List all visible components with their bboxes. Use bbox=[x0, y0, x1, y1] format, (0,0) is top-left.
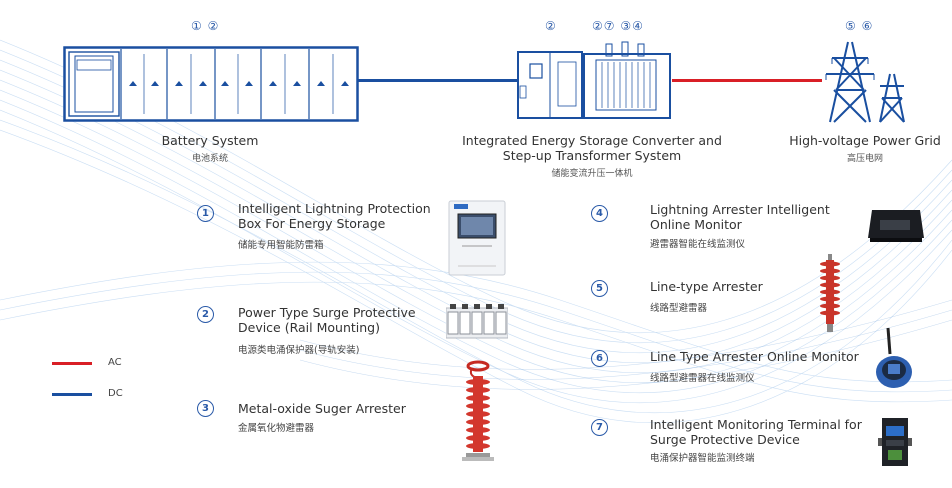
grid-system-subtitle: 高压电网 bbox=[846, 154, 883, 164]
item-title-line1: Line Type Arrester Online Monitor bbox=[650, 349, 859, 364]
item-number-badge: 1 bbox=[197, 205, 214, 222]
item-number-badge: 2 bbox=[197, 306, 214, 323]
converter-item-numbers-right: ②⑦ ③④ bbox=[592, 19, 644, 33]
dc-connection-line bbox=[358, 79, 518, 82]
converter-item-numbers-left: ② bbox=[545, 19, 557, 33]
online-monitor-icon bbox=[876, 327, 912, 388]
converter-system-title-line2: Step-up Transformer System bbox=[502, 148, 682, 163]
monitor-box-icon bbox=[868, 210, 924, 242]
line-arrester-icon bbox=[820, 254, 840, 332]
dc-legend-label: DC bbox=[108, 388, 123, 399]
arrester-icon bbox=[462, 360, 494, 461]
item-title: Lightning Arrester Intelligent Online Mo… bbox=[650, 202, 830, 232]
item-title-line2: Device (Rail Mounting) bbox=[238, 320, 380, 335]
item-number-badge: 3 bbox=[197, 400, 214, 417]
item-subtitle: 避雷器智能在线监测仪 bbox=[650, 239, 746, 250]
item-title-line2: Box For Energy Storage bbox=[238, 216, 386, 231]
ac-legend-swatch bbox=[52, 362, 92, 365]
item-subtitle: 电源类电涌保护器(导轨安装) bbox=[238, 345, 360, 356]
item-title-line2: Online Monitor bbox=[650, 217, 742, 232]
converter-system-title-line1: Integrated Energy Storage Converter and bbox=[462, 133, 722, 148]
item-number-badge: 6 bbox=[591, 350, 608, 367]
converter-system-subtitle: 储能变流升压一体机 bbox=[551, 169, 633, 179]
item-title-line1: Power Type Surge Protective bbox=[238, 305, 416, 320]
item-subtitle: 金属氧化物避雷器 bbox=[238, 423, 315, 434]
grid-system-label: High-voltage Power Grid 高压电网 bbox=[780, 133, 950, 164]
item-title: Intelligent Monitoring Terminal for Surg… bbox=[650, 417, 862, 447]
item-title-line1: Lightning Arrester Intelligent bbox=[650, 202, 830, 217]
battery-system-subtitle: 电池系统 bbox=[191, 154, 228, 164]
item-title: Power Type Surge Protective Device (Rail… bbox=[238, 305, 416, 335]
terminal-icon bbox=[878, 418, 912, 466]
item-subtitle: 线路型避雷器在线监测仪 bbox=[650, 373, 755, 384]
battery-item-numbers: ① ② bbox=[191, 19, 220, 33]
item-title: Line Type Arrester Online Monitor bbox=[650, 349, 859, 364]
item-title: Line-type Arrester bbox=[650, 279, 763, 294]
item-title-line2: Surge Protective Device bbox=[650, 432, 800, 447]
dc-legend-swatch bbox=[52, 393, 92, 396]
item-subtitle: 线路型避雷器 bbox=[650, 303, 708, 314]
item-subtitle: 储能专用智能防雷箱 bbox=[238, 240, 324, 251]
protection-box-icon bbox=[448, 200, 506, 276]
item-number-badge: 4 bbox=[591, 205, 608, 222]
item-subtitle: 电涌保护器智能监测终端 bbox=[650, 453, 755, 464]
grid-item-numbers: ⑤ ⑥ bbox=[845, 19, 874, 33]
converter-system-label: Integrated Energy Storage Converter and … bbox=[452, 133, 732, 179]
surge-protector-icon bbox=[446, 304, 508, 339]
battery-system-title: Battery System bbox=[161, 133, 259, 148]
battery-system-label: Battery System 电池系统 bbox=[130, 133, 290, 164]
item-title-line1: Intelligent Monitoring Terminal for bbox=[650, 417, 862, 432]
item-number-badge: 5 bbox=[591, 280, 608, 297]
ac-legend-label: AC bbox=[108, 357, 122, 368]
item-title: Intelligent Lightning Protection Box For… bbox=[238, 201, 431, 231]
ac-connection-line bbox=[672, 79, 822, 82]
converter-transformer-icon bbox=[517, 41, 671, 119]
power-tower-icon bbox=[825, 41, 905, 123]
battery-container-icon bbox=[63, 46, 359, 122]
item-title: Metal-oxide Suger Arrester bbox=[238, 401, 406, 416]
grid-system-title: High-voltage Power Grid bbox=[789, 133, 941, 148]
item-title-line1: Line-type Arrester bbox=[650, 279, 763, 294]
item-number-badge: 7 bbox=[591, 419, 608, 436]
item-title-line1: Metal-oxide Suger Arrester bbox=[238, 401, 406, 416]
item-title-line1: Intelligent Lightning Protection bbox=[238, 201, 431, 216]
